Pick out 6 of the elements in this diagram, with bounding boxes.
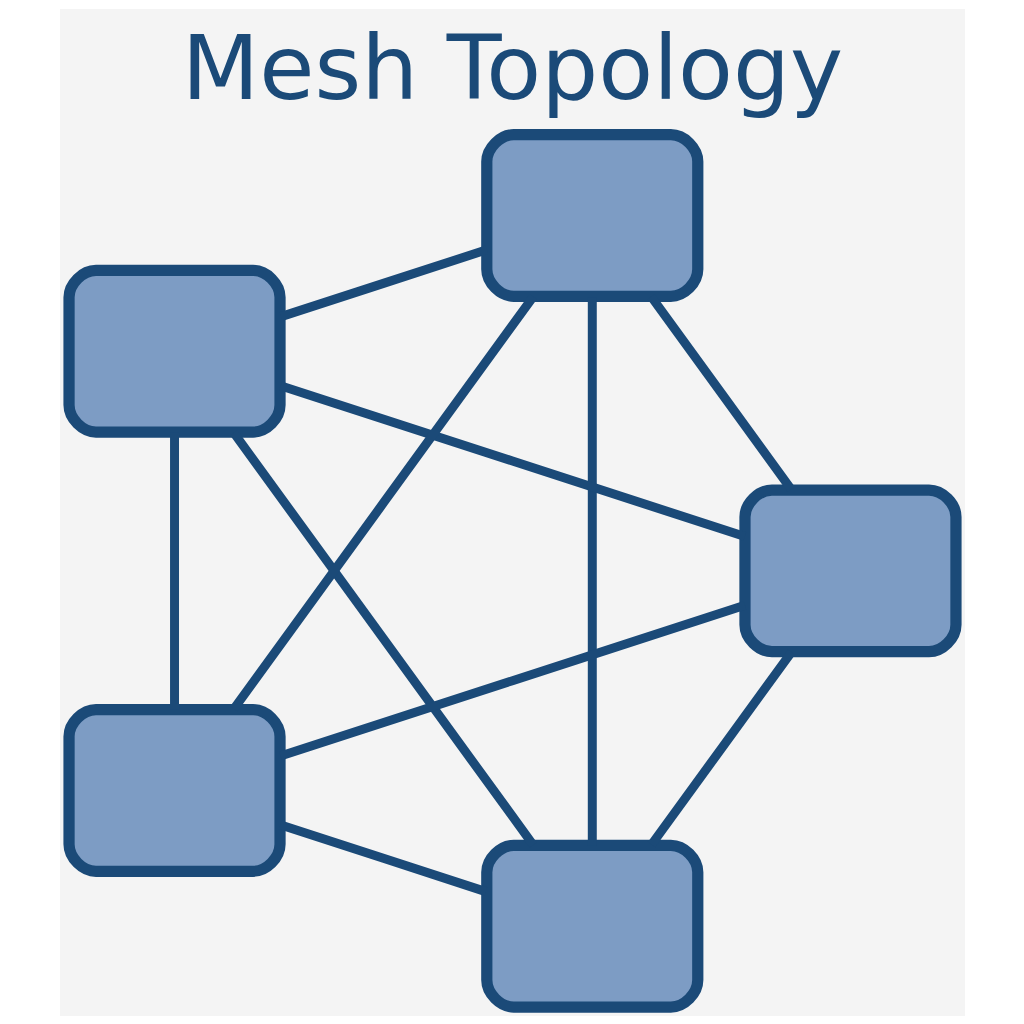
node-computer [738, 483, 962, 657]
node-computer [62, 703, 286, 877]
node-computer [480, 128, 703, 302]
node-computer [62, 264, 286, 438]
node-computer [480, 839, 703, 1013]
diagram-title: Mesh Topology [181, 15, 843, 120]
